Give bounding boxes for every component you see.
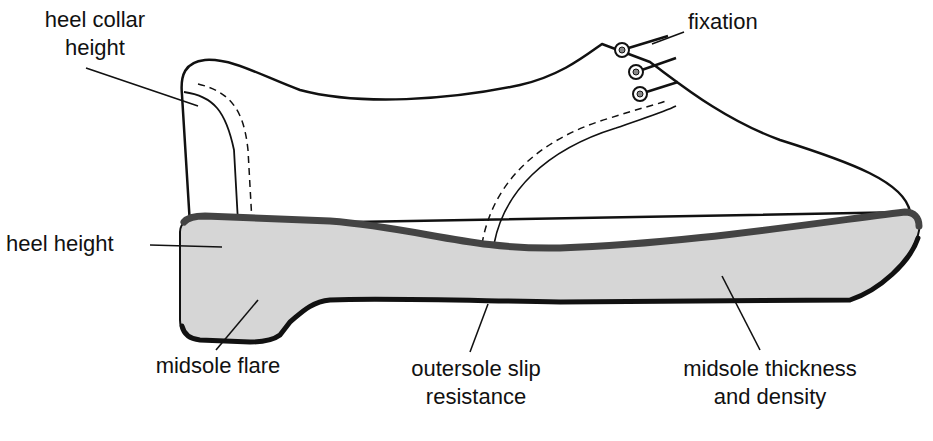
quarter-edge [494, 106, 676, 244]
sole-top-band [184, 212, 919, 248]
heel-stitch [198, 84, 252, 222]
part-label: fixation [688, 8, 798, 36]
lacing [615, 36, 678, 101]
part-label: outersole slip resistance [396, 355, 556, 410]
shoe-upper [182, 44, 910, 225]
part-label: midsole thickness and density [675, 355, 865, 410]
midsole [180, 212, 919, 342]
quarter-seam [482, 100, 668, 244]
heel-seam [184, 92, 238, 222]
outersole [182, 238, 918, 342]
part-label: midsole flare [128, 352, 308, 380]
part-label: heel height [6, 230, 156, 258]
leader-lines [86, 32, 760, 352]
part-label: heel collar height [25, 6, 165, 61]
